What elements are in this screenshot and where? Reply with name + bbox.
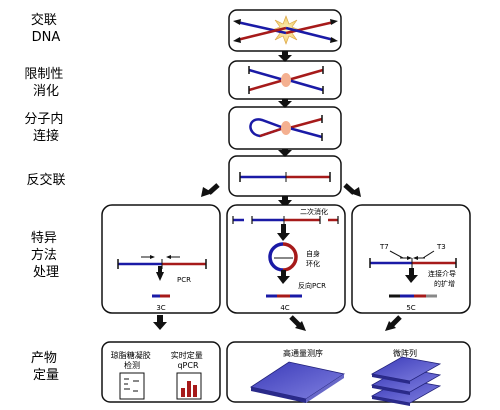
branch-arrow-right — [343, 183, 361, 197]
box-ligate — [228, 106, 342, 150]
self-circularize-label: 自身 环化 — [306, 249, 322, 268]
small-arrow-icon — [277, 233, 290, 241]
pcr-label: PCR — [177, 276, 191, 284]
panel-5c: T7 T3 连接介导 的扩增 5C — [351, 204, 471, 314]
array-label: 微阵列 — [393, 348, 417, 358]
dna-strand-blue — [285, 26, 335, 42]
small-arrow-icon — [277, 276, 290, 284]
step-label-quant: 产物 定量 — [31, 351, 61, 383]
qpcr-bar-icon — [176, 372, 202, 400]
step-label-digest: 限制性 消化 — [24, 67, 67, 99]
inverse-pcr-label: 反向PCR — [298, 281, 326, 290]
step-label-reverse: 反交联 — [26, 172, 65, 188]
circularized-dna — [268, 242, 284, 272]
flow-arrow-down — [278, 99, 292, 108]
microarray-stack-icon — [370, 356, 442, 406]
branch-arrow-down — [278, 196, 292, 208]
branch-arrow-down-right — [289, 315, 306, 331]
panel-3c: PCR 3C — [101, 204, 221, 314]
flow-arrow-down — [278, 149, 292, 157]
box-digest — [228, 60, 342, 100]
panel-label-4c: 4C — [280, 304, 289, 312]
panel-quant-gel-qpcr: 琼脂糖凝胶 检测 实时定量 qPCR — [101, 341, 221, 403]
gel-icon — [119, 372, 145, 400]
t3-primer-label: T3 — [436, 243, 446, 251]
step-label-crosslink: 交联 DNA — [31, 12, 61, 45]
panel-4c: 二次消化 自身 环化 反向PCR 4C — [226, 204, 346, 314]
ligation-amp-label: 连接介导 的扩增 — [428, 269, 458, 288]
branch-arrow-down-left — [385, 315, 402, 331]
panel-label-5c: 5C — [406, 304, 415, 312]
second-digest-label: 二次消化 — [300, 207, 328, 216]
small-arrow-icon — [156, 272, 164, 281]
crosslink-flash-icon — [271, 15, 301, 45]
seq-label: 高通量测序 — [283, 348, 323, 358]
panel-quant-seq-array: 高通量测序 微阵列 — [226, 341, 471, 406]
flow-arrow-down — [278, 51, 292, 62]
panel-label-3c: 3C — [156, 304, 165, 312]
gel-label: 琼脂糖凝胶 检测 — [111, 350, 154, 370]
branch-arrow-left — [201, 183, 220, 197]
small-arrow-icon — [405, 275, 418, 283]
flow-arrow-down — [153, 315, 167, 330]
protein-complex-icon — [281, 73, 291, 87]
protein-complex-icon — [281, 121, 291, 135]
step-label-method: 特异 方法 处理 — [31, 231, 61, 280]
box-crosslink — [228, 9, 342, 52]
step-label-ligate: 分子内 连接 — [24, 111, 67, 144]
box-reverse-crosslink — [228, 155, 342, 197]
t7-primer-label: T7 — [379, 243, 389, 251]
sequencing-slide-icon — [249, 361, 346, 403]
dna-strand-red — [236, 26, 287, 42]
qpcr-label: 实时定量 qPCR — [171, 350, 206, 370]
